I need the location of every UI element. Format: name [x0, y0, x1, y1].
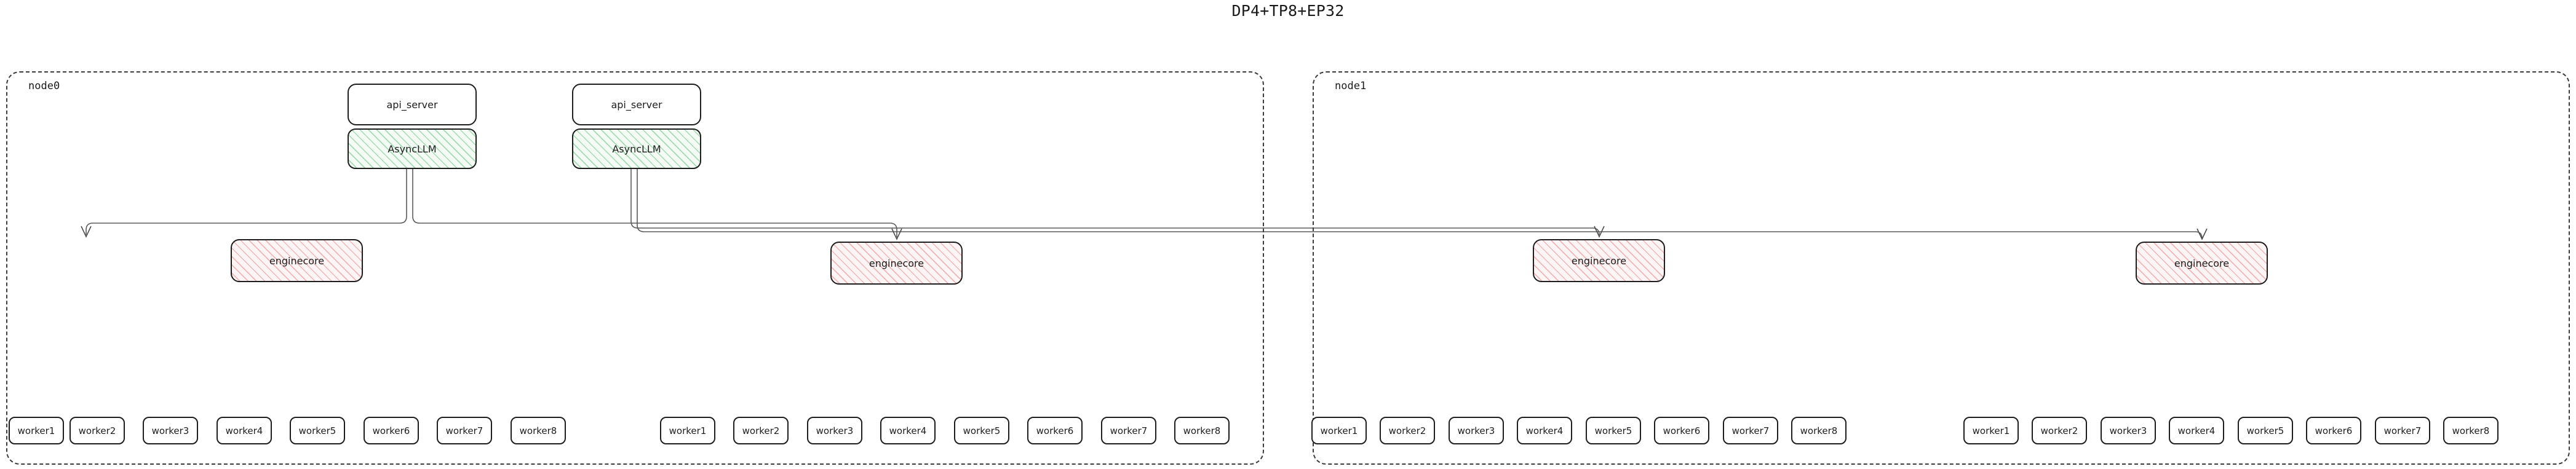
- enginecore-box[interactable]: enginecore: [1533, 239, 1665, 282]
- worker-box[interactable]: worker5: [290, 417, 345, 444]
- worker-box[interactable]: worker8: [511, 417, 566, 444]
- worker-box[interactable]: worker6: [2306, 417, 2361, 444]
- enginecore-box[interactable]: enginecore: [2136, 242, 2268, 285]
- async-llm-box[interactable]: AsyncLLM: [572, 128, 701, 169]
- node-label-node0: node0: [28, 80, 60, 92]
- page-title: DP4+TP8+EP32: [1231, 2, 1345, 20]
- worker-box[interactable]: worker1: [9, 417, 64, 444]
- enginecore-box[interactable]: enginecore: [830, 242, 963, 285]
- worker-box[interactable]: worker2: [1380, 417, 1435, 444]
- worker-box[interactable]: worker4: [1517, 417, 1572, 444]
- worker-box[interactable]: worker8: [1174, 417, 1230, 444]
- worker-box[interactable]: worker6: [1027, 417, 1083, 444]
- worker-box[interactable]: worker2: [70, 417, 125, 444]
- worker-box[interactable]: worker1: [660, 417, 715, 444]
- worker-box[interactable]: worker2: [2032, 417, 2087, 444]
- worker-box[interactable]: worker3: [2101, 417, 2156, 444]
- worker-box[interactable]: worker5: [954, 417, 1009, 444]
- worker-box[interactable]: worker3: [807, 417, 862, 444]
- node-container-node1: node1: [1313, 71, 2570, 465]
- worker-box[interactable]: worker8: [2443, 417, 2498, 444]
- worker-box[interactable]: worker1: [1963, 417, 2019, 444]
- worker-box[interactable]: worker4: [2169, 417, 2224, 444]
- enginecore-box[interactable]: enginecore: [231, 239, 363, 282]
- worker-box[interactable]: worker2: [733, 417, 789, 444]
- worker-box[interactable]: worker7: [1101, 417, 1156, 444]
- async-llm-box[interactable]: AsyncLLM: [348, 128, 477, 169]
- worker-box[interactable]: worker5: [1586, 417, 1641, 444]
- api-server-box[interactable]: api_server: [572, 84, 701, 125]
- worker-box[interactable]: worker7: [2375, 417, 2430, 444]
- worker-box[interactable]: worker1: [1311, 417, 1367, 444]
- worker-box[interactable]: worker6: [1654, 417, 1709, 444]
- worker-box[interactable]: worker8: [1791, 417, 1847, 444]
- worker-box[interactable]: worker7: [437, 417, 492, 444]
- api-server-box[interactable]: api_server: [348, 84, 477, 125]
- worker-box[interactable]: worker5: [2238, 417, 2293, 444]
- node-container-node0: node0: [6, 71, 1264, 465]
- worker-box[interactable]: worker6: [364, 417, 419, 444]
- worker-box[interactable]: worker4: [217, 417, 272, 444]
- worker-box[interactable]: worker4: [880, 417, 936, 444]
- worker-box[interactable]: worker3: [143, 417, 198, 444]
- node-label-node1: node1: [1335, 80, 1367, 92]
- worker-box[interactable]: worker3: [1449, 417, 1504, 444]
- worker-box[interactable]: worker7: [1723, 417, 1778, 444]
